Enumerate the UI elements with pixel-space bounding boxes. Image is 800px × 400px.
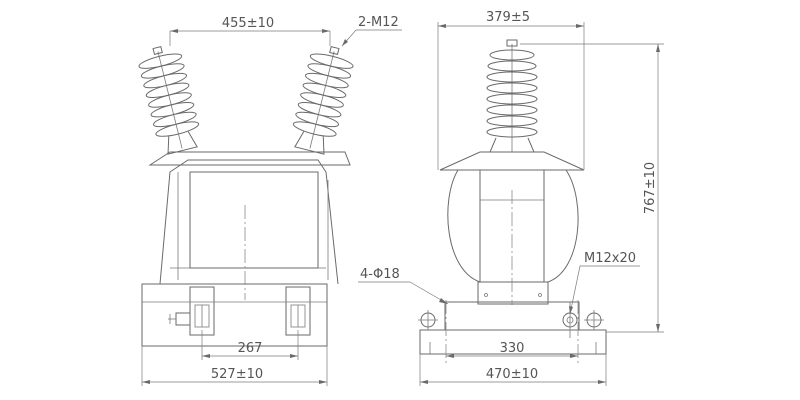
height-dim-label: 767±10 bbox=[643, 162, 658, 214]
front-tank-body bbox=[159, 159, 339, 285]
bolt-callout-leader bbox=[569, 265, 640, 315]
side-housing bbox=[447, 169, 579, 283]
front-top-cover bbox=[148, 151, 351, 166]
front-mid-dim-label: 267 bbox=[238, 341, 263, 356]
front-core-window bbox=[189, 171, 319, 269]
right-insulator bbox=[292, 46, 354, 155]
side-bottom-dim-label: 470±10 bbox=[486, 367, 538, 382]
front-view: 455±10 2-M12 267 527±10 bbox=[138, 15, 402, 386]
side-insulator bbox=[486, 39, 538, 153]
hole-right bbox=[584, 310, 604, 330]
dim-267 bbox=[201, 330, 299, 360]
bolt-callout-label: M12x20 bbox=[584, 251, 636, 266]
dim-455 bbox=[169, 29, 331, 46]
dim-330 bbox=[446, 354, 578, 358]
dim-767 bbox=[520, 43, 664, 333]
front-base-plate bbox=[141, 283, 328, 347]
dim-379 bbox=[437, 22, 585, 170]
side-top-dim-label: 379±5 bbox=[486, 10, 530, 25]
front-mounting-foot-right bbox=[285, 286, 311, 336]
front-bottom-dim-label: 527±10 bbox=[211, 367, 263, 382]
hole-callout-label: 4-Φ18 bbox=[360, 267, 400, 282]
thread-callout-label: 2-M12 bbox=[358, 15, 399, 30]
left-insulator bbox=[138, 46, 200, 155]
side-terminal-block bbox=[477, 281, 549, 305]
hole-left bbox=[418, 310, 438, 330]
hole-callout-leader bbox=[358, 281, 449, 305]
dim-470 bbox=[419, 354, 607, 386]
side-top-cover bbox=[439, 151, 585, 171]
thread-callout-leader bbox=[341, 29, 402, 47]
front-mounting-foot-left bbox=[168, 286, 215, 336]
side-mid-dim-label: 330 bbox=[500, 341, 525, 356]
side-view: 379±5 767±10 4-Φ18 M12x20 bbox=[358, 10, 664, 386]
dim-527 bbox=[141, 346, 328, 386]
front-top-dim-label: 455±10 bbox=[222, 16, 274, 31]
